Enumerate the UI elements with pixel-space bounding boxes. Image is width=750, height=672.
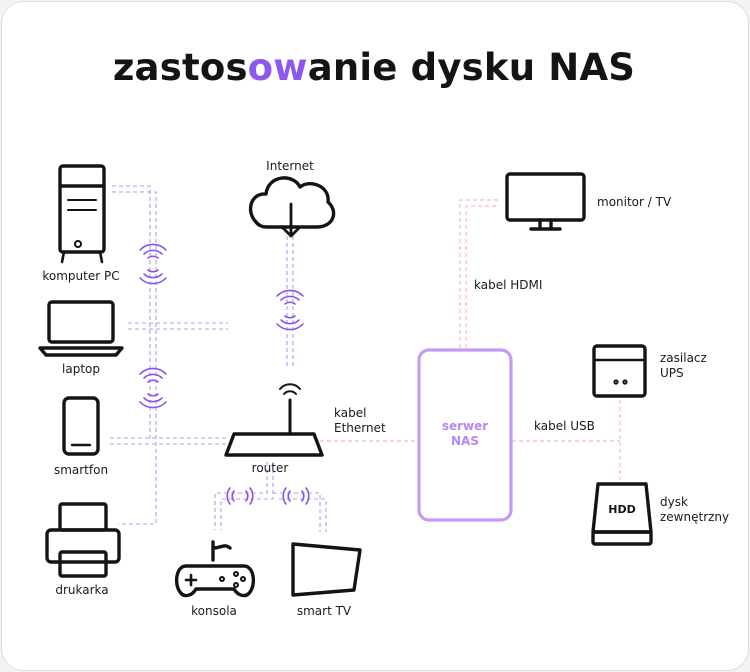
title-accent: ow — [247, 46, 308, 89]
title-suffix: anie dysku NAS — [307, 46, 636, 89]
nas-label-line2: NAS — [451, 434, 479, 448]
ups-label-line2: UPS — [660, 366, 684, 380]
printer-label: drukarka — [55, 583, 108, 597]
wifi-icon-console — [226, 487, 254, 505]
console-label: konsola — [191, 604, 237, 618]
hdd-badge-label: HDD — [608, 503, 635, 516]
wifi-icon-printer — [139, 367, 167, 409]
printer-icon — [45, 502, 121, 578]
smartphone-icon — [62, 396, 100, 456]
ethernet-label-line2: Ethernet — [334, 421, 386, 435]
wifi-icon-tv — [282, 487, 310, 505]
title-prefix: zastos — [112, 46, 248, 89]
hdmi-cable-line — [459, 199, 498, 348]
ethernet-label-line1: kabel — [334, 406, 366, 420]
laptop-icon — [38, 300, 124, 357]
smart-tv-icon — [291, 542, 362, 597]
hdmi-label: kabel HDMI — [474, 278, 542, 292]
pc-label: komputer PC — [42, 269, 119, 283]
monitor-icon — [505, 172, 586, 231]
desktop-pc-icon — [58, 164, 106, 264]
external-disk-label-line2: zewnętrzny — [660, 510, 729, 524]
smartphone-label: smartfon — [54, 463, 108, 477]
laptop-label: laptop — [62, 362, 100, 376]
router-label: router — [252, 461, 289, 475]
usb-label: kabel USB — [534, 419, 595, 433]
router-tv-link-2 — [279, 498, 327, 532]
ups-label-line1: zasilacz — [660, 351, 707, 365]
ups-icon — [592, 344, 647, 398]
smart-tv-label: smart TV — [297, 604, 352, 618]
wifi-icon-pc — [139, 243, 167, 285]
monitor-label: monitor / TV — [597, 195, 672, 209]
connection-lines — [110, 185, 621, 532]
wifi-bus-line — [112, 185, 151, 442]
wifi-bus-line-2 — [112, 191, 157, 525]
wifi-icon-internet — [276, 289, 304, 331]
nas-label-line1: serwer — [442, 419, 488, 433]
hdmi-cable-line-2 — [465, 205, 498, 348]
cloud-icon — [248, 176, 336, 238]
internet-label: Internet — [266, 159, 314, 173]
router-console-link — [214, 462, 268, 530]
nas-server-box — [417, 348, 513, 522]
hdd-icon — [591, 482, 653, 546]
external-disk-label-line1: dysk — [660, 495, 688, 509]
page-title: zastosowanie dysku NAS — [0, 46, 748, 89]
router-icon — [224, 383, 324, 457]
gamepad-icon — [174, 540, 256, 598]
